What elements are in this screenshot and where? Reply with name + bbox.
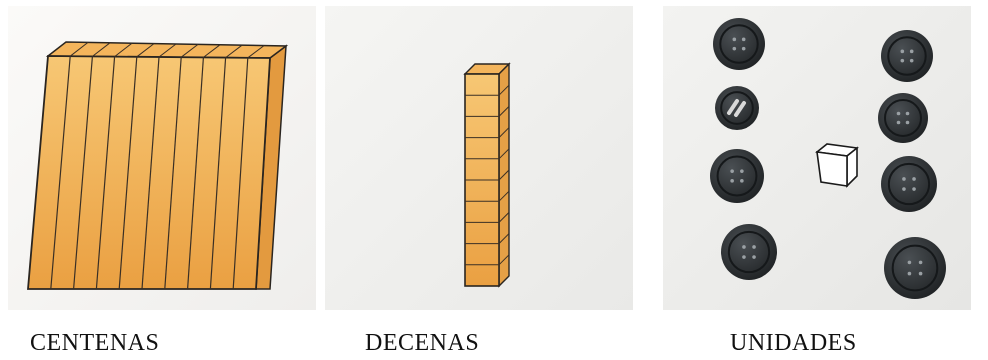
unit-cube	[817, 144, 857, 186]
caption-centenas: CENTENAS	[30, 330, 159, 357]
button-6	[881, 156, 937, 212]
decenas-image	[325, 6, 633, 310]
button-5	[710, 149, 764, 203]
unidades-panel	[663, 6, 971, 310]
unidades-image	[663, 6, 971, 310]
flat-front-face	[28, 56, 270, 289]
button-2	[881, 30, 933, 82]
caption-unidades: UNIDADES	[730, 330, 857, 357]
button-8	[884, 237, 946, 299]
button-3	[715, 86, 759, 130]
button-1	[713, 18, 765, 70]
centenas-panel	[8, 6, 316, 310]
button-4	[878, 93, 928, 143]
caption-decenas: DECENAS	[365, 330, 479, 357]
centenas-image	[8, 6, 316, 310]
button-7	[721, 224, 777, 280]
decenas-panel	[325, 6, 633, 310]
